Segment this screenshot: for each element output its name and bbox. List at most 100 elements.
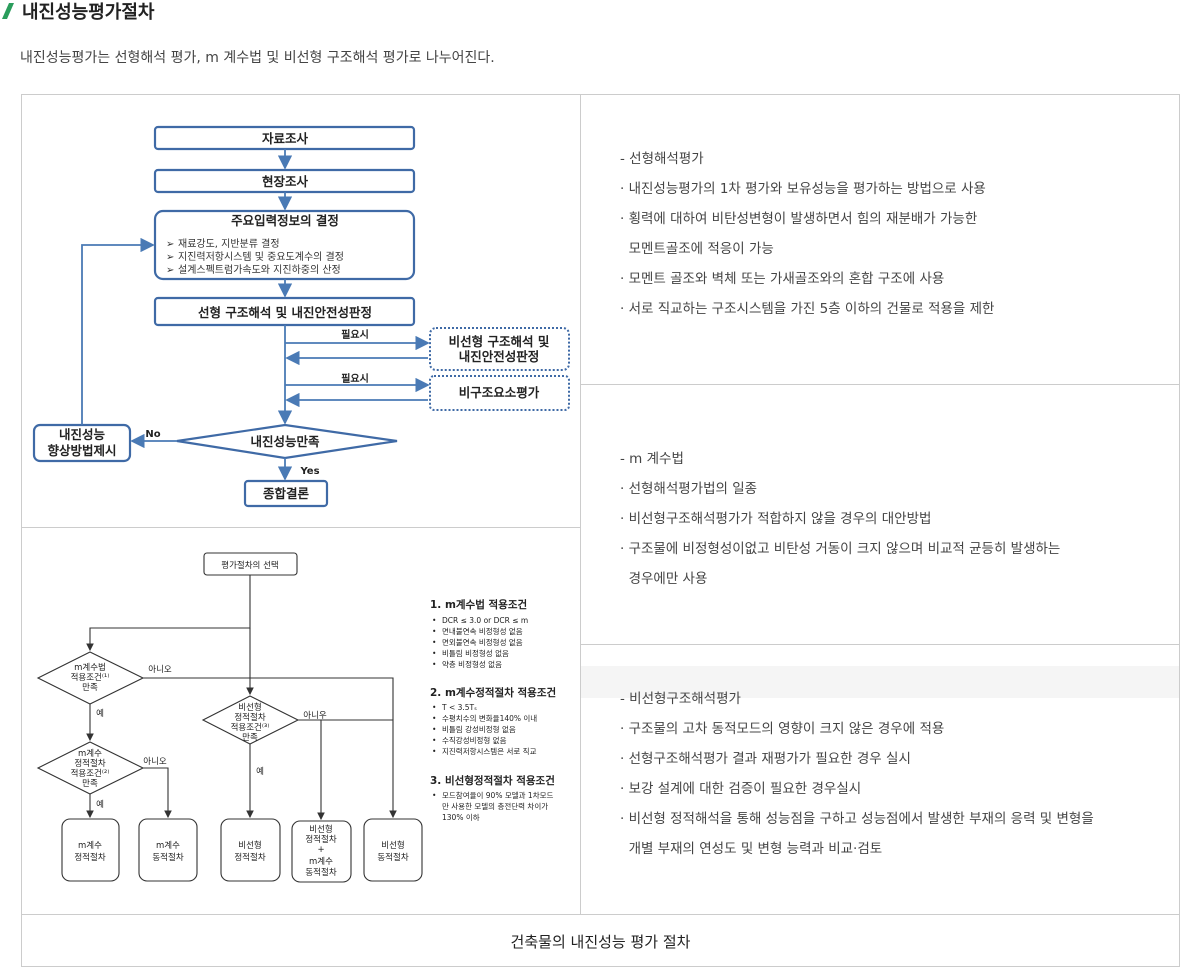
box3-line2: 정적절차 — [234, 852, 265, 863]
desc-m-line: · 비선형구조해석평가가 적합하지 않을 경우의 대안방법 — [620, 511, 932, 527]
svg-text:•: • — [432, 627, 436, 636]
d3-line3: 적용조건⁽³⁾ — [231, 722, 270, 733]
input-bullet-2: ➢ — [166, 252, 174, 263]
d1-line1: m계수법 — [74, 662, 106, 673]
title-accent-icon — [2, 3, 14, 19]
decision-seismic-ok: 내진성능만족 — [250, 434, 320, 449]
d3-line4: 만족 — [242, 733, 258, 743]
d3-line2: 정적절차 — [234, 712, 265, 723]
no-label: No — [145, 429, 160, 440]
row-divider-right-2 — [581, 644, 1180, 645]
svg-text:•: • — [432, 703, 436, 712]
side-nonlinear-line2: 내진안전성판정 — [459, 349, 540, 364]
box1-line2: 정적절차 — [74, 852, 105, 863]
cond1-item: DCR ≤ 3.0 or DCR ≤ m — [442, 616, 528, 625]
cond2-item: 지진력저항시스템은 서로 직교 — [442, 746, 537, 756]
caption-divider — [21, 914, 1180, 915]
flowchart-seismic-evaluation: 자료조사 현장조사 주요입력정보의 결정 선형 구조해석 및 내진안전성판정 비… — [32, 125, 570, 508]
step-linear-analysis: 선형 구조해석 및 내진안전성판정 — [198, 305, 372, 320]
side-nonlinear-line1: 비선형 구조해석 및 — [449, 334, 550, 349]
svg-text:•: • — [432, 736, 436, 745]
box5-line2: 동적절차 — [377, 852, 408, 863]
input-item-2: 지진력저항시스템 및 중요도계수의 결정 — [178, 251, 344, 263]
cond2-item: 수평치수의 변화율140% 이내 — [442, 713, 537, 723]
cond3-title: 3. 비선형정적절차 적용조건 — [430, 774, 555, 787]
svg-text:•: • — [432, 747, 436, 756]
d2-line3: 적용조건⁽²⁾ — [71, 768, 110, 779]
need-label-1: 필요시 — [341, 328, 369, 341]
d3-line1: 비선형 — [238, 703, 261, 713]
box3-line1: 비선형 — [238, 841, 261, 851]
desc-nonlinear-line: · 비선형 정적해석을 통해 성능점을 구하고 성능점에서 발생한 부재의 응력… — [620, 811, 1094, 827]
desc-m-factor: - m 계수법 · 선형해석평가법의 일종 · 비선형구조해석평가가 적합하지 … — [620, 444, 1060, 594]
desc-nonlinear: - 비선형구조해석평가 · 구조물의 고차 동적모드의 영향이 크지 않은 경우… — [620, 684, 1094, 864]
box2-line1: m계수 — [156, 840, 180, 851]
box4-line5: 동적절차 — [305, 867, 336, 878]
d2-line1: m계수 — [78, 748, 102, 759]
improve-line2: 향상방법제시 — [47, 443, 116, 458]
cond1-item: 면외불연속 비정형성 없음 — [442, 637, 523, 647]
svg-text:•: • — [432, 714, 436, 723]
cond1-title: 1. m계수법 적용조건 — [430, 598, 527, 611]
no-label-1: 아니오 — [148, 664, 172, 675]
select-procedure: 평가절차의 선택 — [221, 560, 278, 571]
cond3-item: 130% 이하 — [442, 812, 480, 822]
desc-nonlinear-heading: - 비선형구조해석평가 — [620, 691, 741, 707]
row-highlight — [581, 666, 1179, 698]
svg-text:•: • — [432, 791, 436, 800]
input-bullet-1: ➢ — [166, 239, 174, 250]
flowchart-procedure-selection: 평가절차의 선택 m계수법 적용조건⁽¹⁾ 만족 m계수 정적절차 적용조건⁽²… — [36, 552, 556, 883]
desc-linear-line: · 서로 직교하는 구조시스템을 가진 5층 이하의 건물로 적용을 제한 — [620, 301, 995, 317]
desc-linear-line: · 모멘트 골조와 벽체 또는 가새골조와의 혼합 구조에 사용 — [620, 271, 945, 287]
box4-line2: 정적절차 — [305, 834, 336, 845]
row-divider-right-1 — [581, 384, 1180, 385]
d2-line2: 정적절차 — [74, 758, 105, 769]
improve-line1: 내진성능 — [59, 427, 106, 442]
d1-line2: 적용조건⁽¹⁾ — [71, 672, 110, 683]
desc-m-heading: - m 계수법 — [620, 451, 684, 467]
cond2-item: 수직강성비정형 없음 — [442, 735, 507, 745]
no-label-2: 아니오 — [143, 756, 167, 767]
need-label-2: 필요시 — [341, 372, 369, 385]
desc-linear-line: 모멘트골조에 적응이 가능 — [620, 241, 774, 257]
cond1-item: 약층 비정형성 없음 — [442, 659, 502, 669]
box4-line1: 비선형 — [309, 825, 332, 835]
no-label-3: 아니우 — [303, 710, 327, 721]
box1-line1: m계수 — [78, 840, 102, 851]
side-nonstructural: 비구조요소평가 — [459, 385, 540, 400]
cond1-item: 비틀림 비정형성 없음 — [442, 648, 509, 658]
svg-text:•: • — [432, 638, 436, 647]
input-item-3: 설계스펙트럼가속도와 지진하중의 산정 — [178, 263, 341, 276]
svg-text:•: • — [432, 725, 436, 734]
desc-m-line: · 선형해석평가법의 일종 — [620, 481, 758, 497]
d2-line4: 만족 — [82, 779, 98, 789]
step-site-survey: 현장조사 — [262, 174, 309, 189]
final-conclusion: 종합결론 — [263, 486, 310, 501]
desc-linear: - 선형해석평가 · 내진성능평가의 1차 평가와 보유성능을 평가하는 방법으… — [620, 144, 994, 324]
column-divider — [580, 94, 581, 915]
desc-nonlinear-line: · 구조물의 고차 동적모드의 영향이 크지 않은 경우에 적용 — [620, 721, 945, 737]
cond3-item: 만 사용한 모델의 층전단력 차이가 — [442, 801, 548, 811]
yes-label: Yes — [299, 466, 319, 477]
step-input-decision: 주요입력정보의 결정 — [231, 213, 339, 228]
cond1-item: 면내불연속 비정형성 없음 — [442, 626, 523, 636]
svg-text:•: • — [432, 649, 436, 658]
content-table — [21, 94, 1180, 967]
step-data-survey: 자료조사 — [262, 131, 309, 146]
cond2-title: 2. m계수정적절차 적용조건 — [430, 686, 556, 699]
intro-text: 내진성능평가는 선형해석 평가, m 계수법 및 비선형 구조해석 평가로 나누… — [20, 50, 495, 66]
cond2-item: 비틀림 강성비정형 없음 — [442, 724, 516, 734]
figure-caption: 건축물의 내진성능 평가 절차 — [510, 933, 691, 951]
yes-label-1: 예 — [96, 708, 104, 719]
desc-nonlinear-line: · 선형구조해석평가 결과 재평가가 필요한 경우 실시 — [620, 751, 911, 767]
page-title: 내진성능평가절차 — [22, 2, 155, 23]
desc-linear-line: · 횡력에 대하여 비탄성변형이 발생하면서 힘의 재분배가 가능한 — [620, 211, 978, 227]
desc-nonlinear-line: · 보강 설계에 대한 검증이 필요한 경우실시 — [620, 781, 862, 797]
yes-label-2: 예 — [96, 799, 104, 810]
yes-label-3: 예 — [256, 766, 264, 777]
box5-line1: 비선형 — [381, 841, 404, 851]
desc-nonlinear-line: 개별 부재의 연성도 및 변형 능력과 비교·검토 — [620, 841, 883, 857]
desc-m-line: · 구조물에 비정형성이없고 비탄성 거동이 크지 않으며 비교적 균등히 발생… — [620, 541, 1061, 557]
input-item-1: 재료강도, 지반분류 결정 — [178, 238, 280, 250]
cond3-item: 모드참여율이 90% 모델과 1차모드 — [442, 790, 553, 800]
